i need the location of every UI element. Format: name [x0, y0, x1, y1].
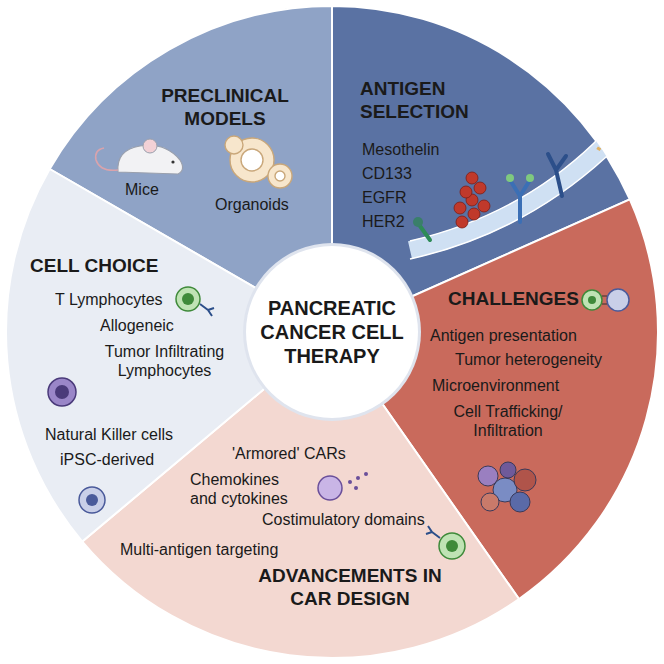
lymphocyte-icon — [48, 378, 76, 406]
center-ring — [243, 243, 421, 421]
section-heading: CELL CHOICE — [30, 255, 158, 278]
item-label: Mice — [125, 180, 159, 199]
section-heading: CHALLENGES — [448, 288, 579, 311]
item-label: Tumor heterogeneity — [455, 350, 602, 369]
item-label: Mesothelin — [362, 140, 439, 159]
section-heading: ADVANCEMENTS IN CAR DESIGN — [255, 565, 445, 611]
section-heading: ANTIGEN SELECTION — [360, 78, 510, 124]
item-label: Cell Trafficking/ Infiltration — [438, 402, 578, 440]
item-label: CD133 — [362, 164, 412, 183]
item-label: T Lymphocytes — [55, 290, 163, 309]
item-label: iPSC-derived — [60, 450, 154, 469]
item-label: Natural Killer cells — [45, 425, 173, 444]
item-label: Chemokines and cytokines — [190, 470, 305, 508]
sector-wedge — [6, 169, 332, 542]
item-label: Antigen presentation — [430, 326, 577, 345]
section-heading: PANCREATIC CANCER CELL THERAPY — [252, 296, 412, 368]
item-label: HER2 — [362, 212, 405, 231]
item-label: EGFR — [362, 188, 406, 207]
ipsc-icon — [79, 487, 105, 513]
item-label: Microenvironment — [432, 376, 559, 395]
item-label: Tumor Infiltrating Lymphocytes — [92, 342, 237, 380]
item-label: Multi-antigen targeting — [120, 540, 278, 559]
item-label: 'Armored' CARs — [232, 444, 346, 463]
item-label: Organoids — [215, 195, 289, 214]
item-label: Allogeneic — [100, 316, 174, 335]
item-label: Costimulatory domains — [262, 510, 425, 529]
section-heading: PRECLINICAL MODELS — [140, 85, 310, 131]
center-disc — [246, 246, 418, 418]
